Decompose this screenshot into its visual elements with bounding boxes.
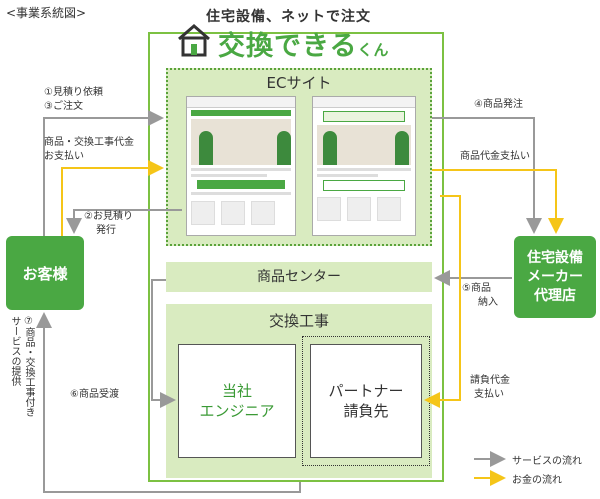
partner-line2: 請負先 xyxy=(343,402,389,420)
arrow-customer-payment xyxy=(61,160,164,236)
label-customer-payment-2: お支払い xyxy=(44,151,84,162)
arrow-handover xyxy=(151,279,176,408)
logo-name: 交換できるくん xyxy=(218,24,389,63)
label-service-provision-1: ⑦商品・交換工事付き xyxy=(23,316,34,417)
legend-service-label: サービスの流れ xyxy=(512,456,582,467)
label-contract-payment-1: 請負代金 xyxy=(470,375,510,386)
label-service-provision-2: サービスの提供 xyxy=(9,316,20,386)
label-product-order: ④商品発注 xyxy=(474,99,523,110)
partner-line1: パートナー xyxy=(328,382,404,400)
label-contract-payment-2: 支払い xyxy=(474,389,504,400)
label-customer-payment-1: 商品・交換工事代金 xyxy=(44,137,134,148)
diagram-title: <事業系統図> xyxy=(6,6,87,20)
engineer-line2: エンジニア xyxy=(199,402,275,420)
arrow-contract-payment xyxy=(424,195,461,408)
legend-money-label: お金の流れ xyxy=(512,475,562,486)
partner-contractor-box: パートナー請負先 xyxy=(310,344,422,458)
label-maker-payment: 商品代金支払い xyxy=(460,151,530,162)
label-estimate-issue-1: ②お見積り xyxy=(84,211,133,222)
arrow-product-order xyxy=(432,117,542,234)
ec-site-desktop-screenshot xyxy=(186,96,296,236)
maker-line3: 代理店 xyxy=(534,287,576,304)
label-delivery-1: ⑤商品 xyxy=(462,283,491,294)
label-handover: ⑥商品受渡 xyxy=(70,389,119,400)
label-estimate-request: ①見積り依頼 xyxy=(44,87,103,98)
replacement-work-title: 交換工事 xyxy=(268,312,329,330)
arrow-estimate xyxy=(66,209,182,234)
house-logo-icon xyxy=(178,24,210,57)
company-engineer-box: 当社エンジニア xyxy=(178,344,296,458)
engineer-line1: 当社 xyxy=(221,382,252,400)
logo-tagline: 住宅設備、ネットで注文 xyxy=(206,9,371,25)
arrow-request-order xyxy=(43,110,164,236)
ec-site-title: ECサイト xyxy=(266,74,332,92)
logo-name-suffix: くん xyxy=(357,41,390,59)
label-order: ③ご注文 xyxy=(44,101,83,112)
ec-site-mobile-screenshot xyxy=(312,96,416,236)
logo-name-text: 交換できる xyxy=(218,31,358,62)
arrow-service xyxy=(36,312,301,493)
label-estimate-issue-2: 発行 xyxy=(96,225,116,236)
maker-agency-box: 住宅設備メーカー代理店 xyxy=(514,236,596,318)
customer-box: お客様 xyxy=(6,236,84,310)
maker-line2: メーカー xyxy=(527,268,583,285)
arrow-maker-payment xyxy=(432,169,564,234)
maker-line1: 住宅設備 xyxy=(527,249,583,266)
product-center: 商品センター xyxy=(166,262,432,292)
label-delivery-2: 納入 xyxy=(478,297,498,308)
